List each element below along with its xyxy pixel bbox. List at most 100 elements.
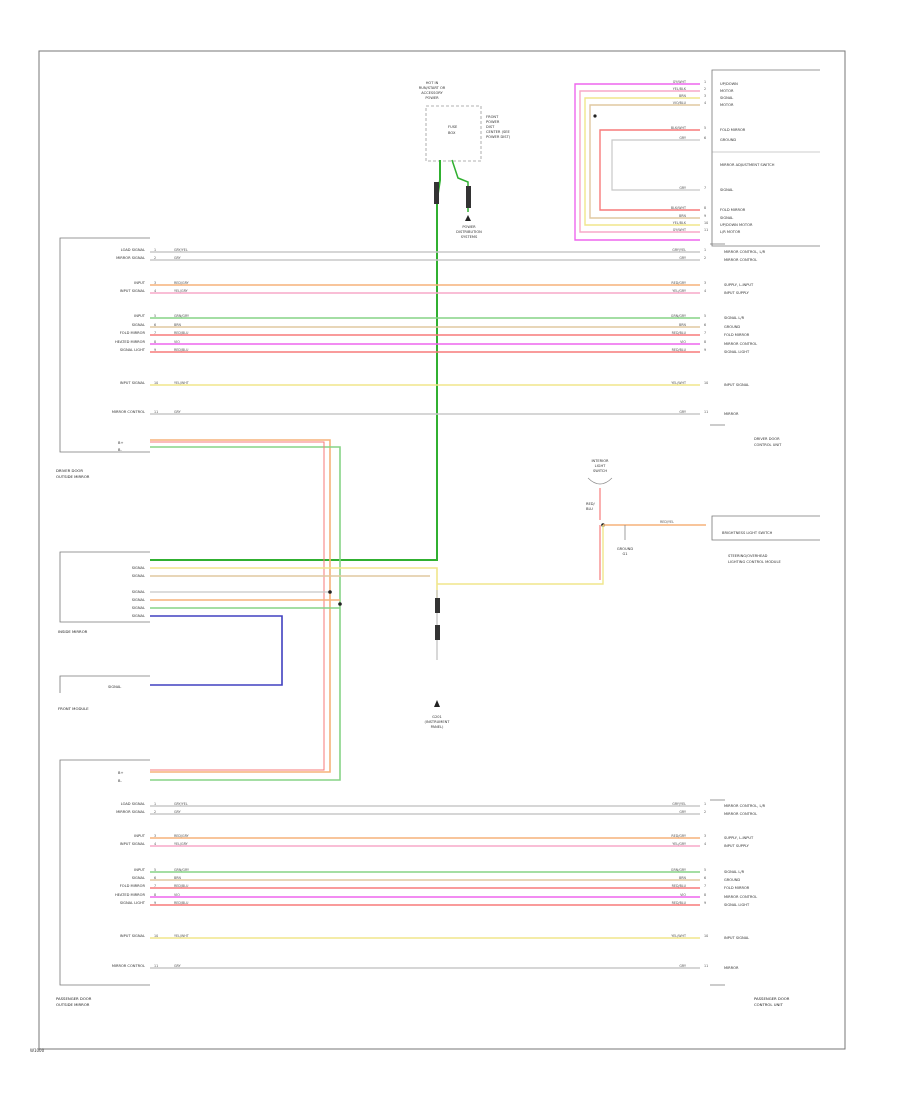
passenger-row-left-pin: 1 — [154, 802, 156, 806]
mirror-switch-wire-code: GRY — [679, 136, 687, 140]
passenger-row-right-label: MIRROR — [724, 966, 739, 970]
left-control-unit-frame — [710, 243, 725, 426]
passenger-row-right-label: MIRROR CONTROL, L/R — [724, 804, 766, 808]
driver-row-right-label: GROUND — [724, 325, 740, 329]
mirror-switch-label: MOTOR — [720, 89, 734, 93]
footer-code: W1000 — [30, 1048, 45, 1053]
driver-row-wire-code-left: RED/BLU — [174, 348, 189, 352]
left-control-unit-0: DRIVER DOOR — [754, 437, 780, 441]
driver-row-left-pin: 7 — [154, 331, 156, 335]
passenger-row-left-pin: 8 — [154, 893, 156, 897]
driver-row-wire-code-right: VIO — [680, 340, 686, 344]
passenger-row-right-pin: 10 — [704, 934, 708, 938]
connector-mark-2 — [466, 186, 471, 208]
passenger-row-right-pin: 8 — [704, 893, 706, 897]
passenger-right-0: PASSENGER DOOR — [754, 996, 790, 1001]
passenger-row-right-label: FOLD MIRROR — [724, 886, 750, 890]
passenger-right-1: CONTROL UNIT — [754, 1002, 783, 1007]
front-module-frame — [59, 675, 150, 693]
passenger-row-wire-code-right: GRY/YEL — [672, 802, 686, 806]
passenger-row-left-pin: 5 — [154, 868, 156, 872]
driver-row-wire-code-right: RED/GRY — [671, 281, 687, 285]
passenger-row-wire-code-right: YEL/WHT — [671, 934, 687, 938]
driver-row-right-pin: 4 — [704, 289, 706, 293]
mirror-switch-wire-code: GRY — [679, 186, 687, 190]
fuse-side-2: DIST — [486, 125, 495, 129]
driver-row-left-label: SIGNAL — [132, 323, 145, 327]
passenger-row-left-pin: 2 — [154, 810, 156, 814]
driver-row-wire-code-left: VIO — [174, 340, 180, 344]
driver-row-right-pin: 1 — [704, 248, 706, 252]
driver-row-right-pin: 3 — [704, 281, 706, 285]
driver-row-right-pin: 8 — [704, 340, 706, 344]
passenger-row-wire-code-right: YEL/GRY — [672, 842, 687, 846]
power-dist-0: POWER — [462, 225, 476, 229]
mirror-switch-pin: 6 — [704, 136, 706, 140]
driver-row-left-label: INPUT — [134, 314, 146, 318]
driver-row-right-pin: 11 — [704, 410, 708, 414]
center-ground-0: G201 — [432, 715, 442, 719]
driver-row-wire-code-right: BRN — [679, 323, 687, 327]
driver-row-right-label: SIGNAL L/R — [724, 316, 745, 320]
driver-row-wire-code-left: GRN/GRY — [174, 314, 190, 318]
driver-row-left-pin: 2 — [154, 256, 156, 260]
passenger-row-left-label: SIGNAL — [132, 876, 145, 880]
green-power-wire — [150, 160, 441, 561]
driver-row-wire-code-right: GRY — [679, 256, 687, 260]
driver-row-left-label: FOLD MIRROR — [120, 331, 146, 335]
driver-row-right-pin: 2 — [704, 256, 706, 260]
center-ground-1: (INSTRUMENT — [424, 720, 450, 724]
passenger-row-wire-code-right: RED/BLU — [672, 884, 687, 888]
center-ground-conn-2 — [435, 625, 440, 640]
driver-row-right-label: MIRROR — [724, 412, 739, 416]
mirror-switch-label: L/R MOTOR — [720, 230, 741, 234]
driver-row-right-pin: 7 — [704, 331, 706, 335]
mirror-switch-label: GROUND — [720, 138, 736, 142]
driver-row-right-label: MIRROR CONTROL — [724, 342, 757, 346]
inside-mirror-label: INSIDE MIRROR — [58, 629, 88, 634]
passenger-right-frame — [710, 799, 725, 986]
inside-mirror-pin-label: SIGNAL — [132, 566, 145, 570]
pin-label-a: B+ — [118, 441, 123, 445]
mirror-switch-pin: 3 — [704, 94, 706, 98]
driver-row-right-pin: 6 — [704, 323, 706, 327]
driver-door-label-1: OUTSIDE MIRROR — [56, 474, 90, 479]
passenger-row-left-pin: 7 — [154, 884, 156, 888]
mirror-switch-wire-code: GY/WHT — [673, 80, 687, 84]
fuse-box-label-1: BOX — [448, 131, 456, 135]
mirror-switch-wire-code: GY/WHT — [673, 228, 687, 232]
passenger-row-wire-code-left: BRN — [174, 876, 182, 880]
passenger-row-wire-code-left: RED/BLU — [174, 901, 189, 905]
mirror-switch-wire-code: BLK/WHT — [671, 126, 687, 130]
mirror-switch-wire-code: BLK/WHT — [671, 206, 687, 210]
driver-row-right-label: FOLD MIRROR — [724, 333, 750, 337]
passenger-row-left-pin: 4 — [154, 842, 156, 846]
inside-mirror-pin-label: SIGNAL — [132, 574, 145, 578]
driver-row-wire-code-left: YEL/WHT — [174, 381, 190, 385]
interior-light-arc — [587, 477, 613, 485]
passenger-row-right-pin: 4 — [704, 842, 706, 846]
driver-row-left-label: SIGNAL LIGHT — [120, 348, 146, 352]
driver-row-wire-code-left: GRY — [174, 256, 182, 260]
im-splice-1 — [328, 590, 332, 594]
mirror-switch-pin: 7 — [704, 186, 706, 190]
driver-row-wire-code-right: RED/BLU — [672, 348, 687, 352]
passenger-row-right-pin: 2 — [704, 810, 706, 814]
driver-row-left-label: LOAD SIGNAL — [121, 248, 145, 252]
driver-row-wire-code-left: GRY/YEL — [174, 248, 188, 252]
passenger-row-right-pin: 11 — [704, 964, 708, 968]
mirror-switch-pin: 11 — [704, 228, 708, 232]
passenger-row-left-label: FOLD MIRROR — [120, 884, 146, 888]
passenger-left-1: OUTSIDE MIRROR — [56, 1002, 90, 1007]
passenger-row-right-label: INPUT SIGNAL — [724, 936, 749, 940]
passenger-module-frame — [59, 759, 150, 986]
passenger-row-wire-code-left: RED/GRY — [174, 834, 190, 838]
loop-wire-red — [599, 129, 700, 211]
mirror-switch-wire-code: VIO/BLU — [673, 101, 687, 105]
interior-light-switch: INTERIOR LIGHT SWITCH RED/ BLU RED/YEL G… — [437, 459, 706, 585]
driver-row-right-pin: 10 — [704, 381, 708, 385]
passenger-row-left-label: LOAD SIGNAL — [121, 802, 145, 806]
driver-row-wire-code-right: YEL/GRY — [672, 289, 687, 293]
